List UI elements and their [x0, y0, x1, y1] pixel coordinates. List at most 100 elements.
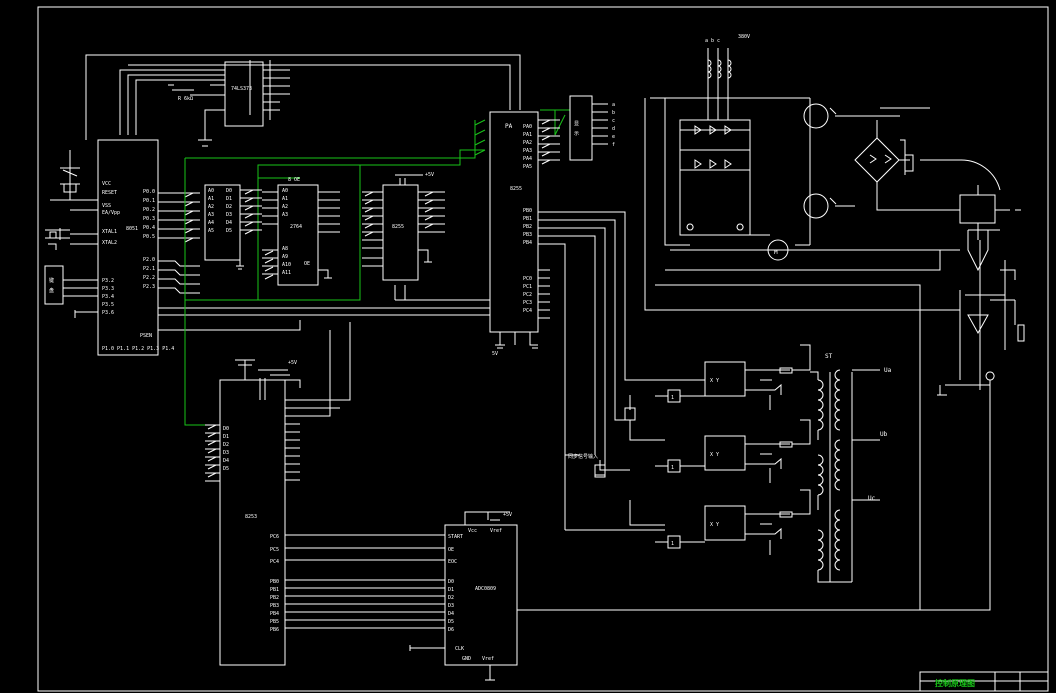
resistor-icon — [769, 344, 811, 555]
svg-text:D0: D0 — [226, 188, 232, 194]
svg-text:XTAL2: XTAL2 — [102, 240, 117, 246]
svg-text:PC5: PC5 — [270, 547, 279, 553]
svg-text:盘: 盘 — [49, 287, 54, 294]
svg-text:PB2: PB2 — [270, 595, 279, 601]
adc-label: ADC0809 — [475, 586, 496, 592]
feedback-opamp-chain — [937, 229, 1025, 396]
svg-text:P2.0: P2.0 — [143, 257, 155, 263]
svg-text:PB3: PB3 — [270, 603, 279, 609]
uc-label: Uc — [868, 495, 876, 502]
timer-label: 8253 — [245, 514, 257, 520]
svg-text:键: 键 — [49, 277, 54, 284]
svg-text:P0.0: P0.0 — [143, 189, 155, 195]
trigger-block-a: X Y — [704, 361, 790, 397]
svg-text:D0: D0 — [223, 426, 229, 432]
feedback-long-wires — [644, 98, 961, 610]
svg-text:A0: A0 — [208, 188, 214, 194]
svg-text:A4: A4 — [208, 220, 214, 226]
svg-text:START: START — [448, 534, 463, 540]
svg-text:D3: D3 — [223, 450, 229, 456]
svg-text:5V: 5V — [492, 351, 498, 357]
svg-text:8 OE: 8 OE — [288, 177, 300, 183]
svg-text:D2: D2 — [448, 595, 454, 601]
svg-text:PC3: PC3 — [523, 300, 532, 306]
svg-text:PC2: PC2 — [523, 292, 532, 298]
svg-text:EOC: EOC — [448, 559, 457, 565]
svg-text:EA/Vpp: EA/Vpp — [102, 210, 120, 216]
feedback-box — [934, 185, 1021, 240]
svg-text:PC1: PC1 — [523, 284, 532, 290]
svg-text:A2: A2 — [208, 204, 214, 210]
svg-text:示: 示 — [574, 131, 579, 137]
svg-text:D2: D2 — [223, 442, 229, 448]
svg-text:PC6: PC6 — [270, 534, 279, 540]
svg-text:GND: GND — [462, 656, 471, 662]
svg-text:D4: D4 — [223, 458, 229, 464]
svg-text:P3.2: P3.2 — [102, 278, 114, 284]
svg-text:Vref: Vref — [490, 528, 502, 534]
svg-text:D1: D1 — [226, 196, 232, 202]
svg-text:D4: D4 — [448, 611, 454, 617]
svg-text:D3: D3 — [226, 212, 232, 218]
svg-text:P2.2: P2.2 — [143, 275, 155, 281]
phase-labels: a b c — [705, 38, 720, 44]
motor-label: M — [774, 249, 778, 256]
latch-label: 74LS373 — [231, 86, 252, 92]
svg-text:A2: A2 — [282, 204, 288, 210]
svg-text:PC4: PC4 — [523, 308, 532, 314]
svg-text:P0.4: P0.4 — [143, 225, 155, 231]
svg-text:PB4: PB4 — [270, 611, 279, 617]
svg-text:PC0: PC0 — [523, 276, 532, 282]
ram-6264: A0 A1 A2 A3 A4 A5 D0 D1 D2 D3 D4 D5 — [204, 184, 262, 270]
svg-text:OE: OE — [304, 261, 310, 267]
latch-74ls373: 74LS373 R 6kΩ — [119, 61, 290, 147]
svg-text:P3.3: P3.3 — [102, 286, 114, 292]
svg-text:P0.3: P0.3 — [143, 216, 155, 222]
svg-text:PA0: PA0 — [523, 124, 532, 130]
ub-label: Ub — [880, 431, 888, 438]
svg-text:D4: D4 — [226, 220, 232, 226]
svg-text:A1: A1 — [208, 196, 214, 202]
svg-text:A10: A10 — [282, 262, 291, 268]
svg-text:RESET: RESET — [102, 190, 117, 196]
svg-text:d: d — [612, 126, 615, 132]
ppi-right-label: 8255 — [510, 186, 522, 192]
svg-text:A9: A9 — [282, 254, 288, 260]
three-phase-input — [650, 48, 810, 120]
svg-text:P0.5: P0.5 — [143, 234, 155, 240]
svg-text:PSEN: PSEN — [140, 333, 152, 339]
svg-text:R 6kΩ: R 6kΩ — [178, 96, 193, 102]
plus5v-timer: +5V — [288, 360, 297, 366]
svg-text:Vcc: Vcc — [468, 528, 477, 534]
eprom-2764: 2764 A0 A1 A2 A3 A8 A9 A10 A11 OE 8 OE — [262, 177, 340, 286]
svg-text:PB2: PB2 — [523, 224, 532, 230]
ua-label: Ua — [884, 367, 892, 374]
svg-text:b: b — [612, 110, 615, 116]
svg-text:VCC: VCC — [102, 181, 111, 187]
svg-text:P3.5: P3.5 — [102, 302, 114, 308]
mcu-8051: 8051 VCC RESET VSS EA/Vpp XTAL1 XTAL2 P3… — [97, 139, 174, 356]
svg-text:PA3: PA3 — [523, 148, 532, 154]
svg-text:A3: A3 — [208, 212, 214, 218]
svg-text:PB3: PB3 — [523, 232, 532, 238]
eprom-label: 2764 — [290, 224, 302, 230]
green-bus — [184, 109, 570, 426]
svg-text:PA5: PA5 — [523, 164, 532, 170]
svg-text:P2.1: P2.1 — [143, 266, 155, 272]
svg-text:P0.2: P0.2 — [143, 207, 155, 213]
svg-text:D2: D2 — [226, 204, 232, 210]
transformer-coil-icon — [810, 369, 880, 583]
svg-text:D1: D1 — [223, 434, 229, 440]
sync-signal-label: 同步信号输入 — [568, 453, 598, 460]
svg-text:PB4: PB4 — [523, 240, 532, 246]
svg-text:PB1: PB1 — [523, 216, 532, 222]
svg-text:OE: OE — [448, 547, 454, 553]
drawing-border — [37, 6, 1049, 692]
svg-text:显: 显 — [574, 121, 579, 127]
svg-text:VSS: VSS — [102, 203, 111, 209]
svg-text:A0: A0 — [282, 188, 288, 194]
svg-text:e: e — [612, 134, 615, 140]
svg-text:PB0: PB0 — [523, 208, 532, 214]
title-block: 控制原理图 — [919, 671, 1049, 692]
